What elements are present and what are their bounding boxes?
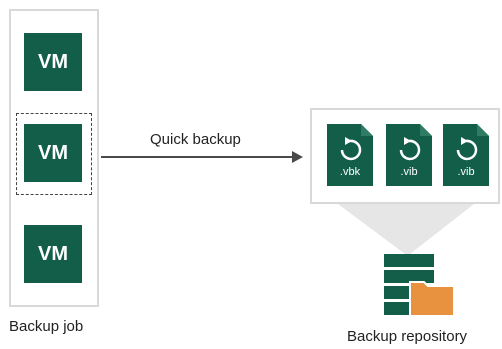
arrow-head-icon xyxy=(292,151,303,163)
folder-icon xyxy=(409,281,455,317)
file-extension: .vib xyxy=(400,166,418,178)
selected-vm-outline xyxy=(16,113,92,195)
backup-repository-caption: Backup repository xyxy=(347,328,468,345)
backup-job-caption: Backup job xyxy=(9,318,84,335)
vm-icon: VM xyxy=(24,225,82,283)
backup-file-icon: .vib xyxy=(443,124,489,186)
file-extension: .vbk xyxy=(339,166,361,178)
backup-file-icon: .vbk xyxy=(327,124,373,186)
vm-icon: VM xyxy=(24,33,82,91)
file-extension: .vib xyxy=(457,166,475,178)
vm-icon-selected: VM xyxy=(24,124,82,182)
backup-file-icon: .vib xyxy=(386,124,432,186)
quick-backup-label: Quick backup xyxy=(150,131,241,148)
repository-server-icon xyxy=(384,254,455,317)
quick-backup-arrow xyxy=(101,156,293,158)
